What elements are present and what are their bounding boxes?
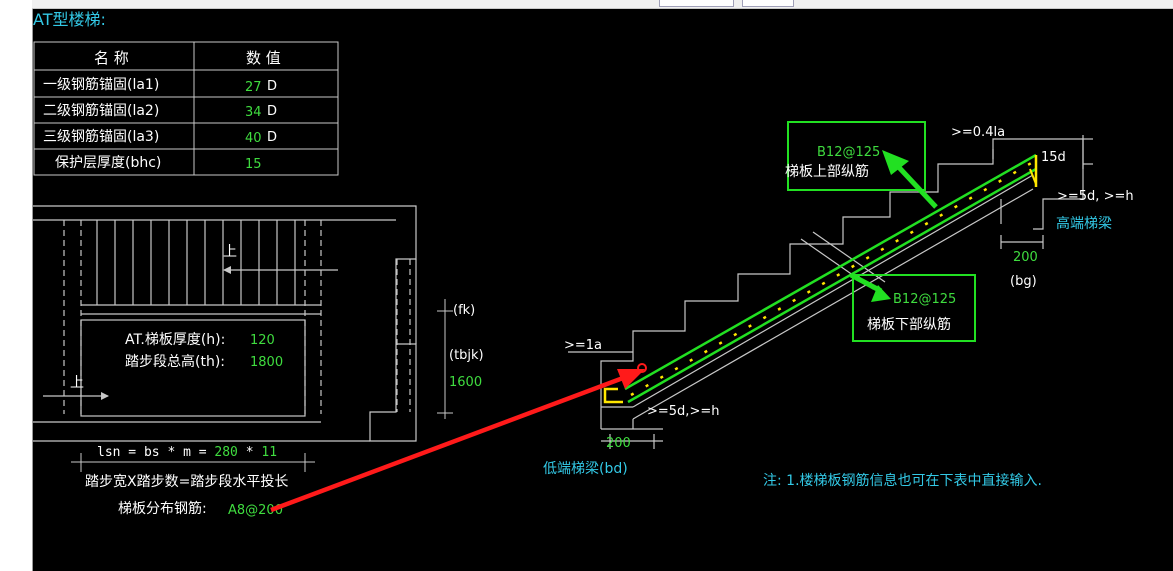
- table-row-name: 保护层厚度(bhc): [55, 155, 161, 171]
- stair-plan-view: [33, 205, 417, 442]
- plan-up-label: 上: [223, 244, 237, 260]
- table-header-name: 名 称: [94, 49, 129, 67]
- table-row-value[interactable]: 34: [245, 105, 262, 120]
- low-anchor-la-label: >=1a: [564, 338, 602, 353]
- parameter-table: [33, 41, 339, 176]
- bottom-rebar-pointer: [849, 272, 883, 294]
- top-rebar-box[interactable]: [787, 121, 926, 191]
- table-row: 一级钢筋锚固(la1) 27 D: [43, 76, 277, 95]
- table-row: 三级钢筋锚固(la3) 40 D: [43, 128, 277, 146]
- bottom-rebar-box[interactable]: [852, 274, 976, 342]
- table-row-name: 二级钢筋锚固(la2): [43, 102, 159, 119]
- table-row-name: 三级钢筋锚固(la3): [43, 128, 159, 145]
- lsn-dimension: [71, 453, 315, 472]
- bottom-rebar-value[interactable]: B12@125: [893, 292, 956, 307]
- note-text: 注: 1.楼梯板钢筋信息也可在下表中直接输入.: [763, 472, 1042, 489]
- dim-1600-value[interactable]: 1600: [449, 375, 482, 390]
- toolbar-tab[interactable]: [742, 0, 794, 7]
- red-annotation-circle: [637, 363, 647, 373]
- table-row-value[interactable]: 27: [245, 80, 262, 95]
- rebar-lines: [603, 153, 1038, 404]
- top-rebar-pointer-head: [882, 150, 909, 175]
- lsn-formula: lsn = bs * m = 280 * 11: [97, 445, 277, 460]
- bottom-rebar-pointer-head: [871, 285, 891, 302]
- distribution-rebar-label: 梯板分布钢筋:: [118, 500, 207, 517]
- lsn-caption: 踏步宽X踏步数=踏步段水平投长: [85, 473, 288, 490]
- table-row-name: 一级钢筋锚固(la1): [43, 76, 159, 93]
- toolbar-tab[interactable]: [659, 0, 734, 7]
- hook-15d-label: 15d: [1041, 150, 1066, 165]
- low-beam-width-value[interactable]: 200: [606, 436, 631, 451]
- distribution-rebar-value[interactable]: A8@200: [228, 503, 283, 518]
- total-height-label: 踏步段总高(th):: [125, 353, 225, 370]
- bottom-rebar-label: 梯板下部纵筋: [867, 316, 951, 333]
- table-row-value[interactable]: 40: [245, 131, 262, 146]
- table-header-value: 数 值: [246, 49, 281, 67]
- high-beam-label: 高端梯梁: [1056, 215, 1112, 232]
- high-anchor-la-label: >=0.4la: [951, 125, 1005, 140]
- table-row-unit: D: [267, 104, 277, 119]
- red-annotation-arrow: [270, 372, 632, 513]
- left-panel-strip: [0, 0, 33, 571]
- top-toolbar-strip: [32, 0, 1173, 9]
- thickness-label: AT.梯板厚度(h):: [125, 332, 225, 348]
- high-beam-code-label: (bg): [1010, 274, 1037, 289]
- height-dimension: [437, 299, 453, 419]
- thickness-value[interactable]: 120: [250, 333, 275, 348]
- table-row: 保护层厚度(bhc) 15: [55, 155, 262, 172]
- top-rebar-pointer: [891, 159, 938, 209]
- high-anchor-length-label: >=5d, >=h: [1057, 189, 1134, 204]
- fk-label: (fk): [453, 303, 475, 318]
- table-row-unit: D: [267, 79, 277, 94]
- tbjk-label: (tbjk): [449, 348, 484, 363]
- top-rebar-label: 梯板上部纵筋: [785, 163, 869, 180]
- stair-diagram: AT型楼梯: 名 称 数 值 一级钢筋锚固(la1) 27 D 二级钢筋锚固(l…: [33, 10, 1134, 518]
- diagram-title: AT型楼梯:: [33, 10, 106, 29]
- total-height-value[interactable]: 1800: [250, 355, 283, 370]
- table-row-unit: D: [267, 130, 277, 145]
- top-rebar-value[interactable]: B12@125: [817, 145, 880, 160]
- high-beam-width-value[interactable]: 200: [1013, 250, 1038, 265]
- low-beam-label: 低端梯梁(bd): [543, 461, 628, 477]
- low-anchor-length-label: >=5d,>=h: [647, 404, 719, 419]
- red-annotation-arrowhead: [617, 369, 645, 389]
- drawing-canvas: AT型楼梯: 名 称 数 值 一级钢筋锚固(la1) 27 D 二级钢筋锚固(l…: [33, 9, 1173, 571]
- plan-up-label: 上: [70, 375, 84, 391]
- table-row: 二级钢筋锚固(la2) 34 D: [43, 102, 277, 120]
- table-row-value[interactable]: 15: [245, 157, 262, 172]
